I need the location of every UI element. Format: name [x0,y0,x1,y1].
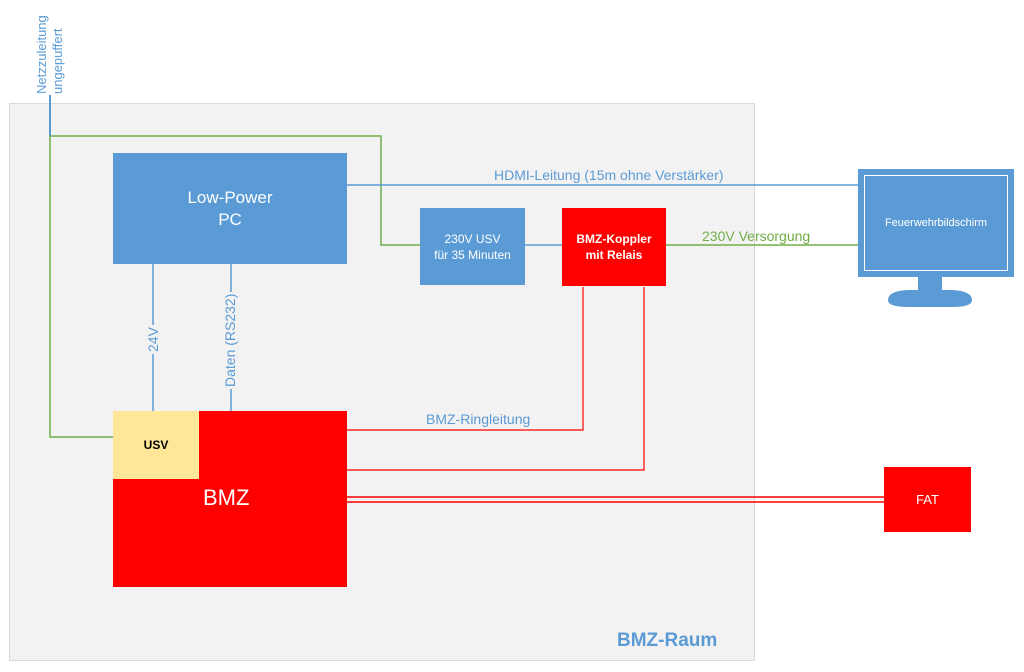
mains-label: Netzzuleitung ungepuffert [34,15,66,94]
coupler-line2: mit Relais [585,248,643,262]
pc-line2: PC [218,209,242,229]
bmz-coupler: BMZ-Koppler mit Relais [562,208,666,286]
bmz-usv: USV [113,411,199,479]
ups-line2: für 35 Minuten [434,247,511,262]
ups-230v: 230V USV für 35 Minuten [420,208,525,285]
mains-line2: ungepuffert [50,28,65,94]
fat-panel: FAT [884,467,971,532]
bmz-label: BMZ [203,485,250,510]
supply-label: 230V Versorgung [702,228,811,244]
ring-line-2 [347,287,645,471]
monitor-inner: Feuerwehrbildschirm [864,175,1008,271]
hdmi-label: HDMI-Leitung (15m ohne Verstärker) [494,167,724,183]
v24-label: 24V [145,325,161,354]
monitor-base [888,290,972,307]
ups-line1: 230V USV [444,231,501,246]
fat-label: FAT [916,492,939,507]
usv-label: USV [143,438,169,452]
mains-to-ups-line [50,135,420,246]
ring-label: BMZ-Ringleitung [426,411,531,427]
rs232-text: Daten (RS232) [222,293,238,387]
v24-text: 24V [145,327,161,352]
monitor-label: Feuerwehrbildschirm [884,217,988,229]
monitor-neck [918,276,942,290]
pc-line1: Low-Power [187,187,273,207]
coupler-line1: BMZ-Koppler [576,232,652,246]
room-label: BMZ-Raum [617,630,718,651]
ring-line-1 [347,287,584,431]
monitor-screen: Feuerwehrbildschirm [858,169,1014,277]
low-power-pc: Low-Power PC [113,153,347,264]
rs232-label: Daten (RS232) [222,291,238,389]
mains-green-line [49,136,113,438]
mains-line1: Netzzuleitung [34,15,49,94]
